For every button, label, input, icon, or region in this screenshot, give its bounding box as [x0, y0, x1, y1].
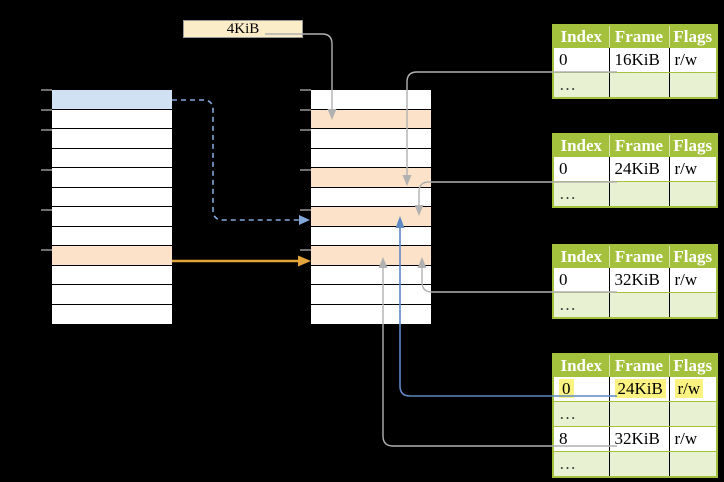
column-header-index: Index — [553, 245, 610, 268]
memory-row — [52, 226, 172, 246]
table-cell: … — [553, 292, 610, 319]
table-cell: r/w — [668, 267, 717, 293]
memory-row-orange — [311, 109, 431, 129]
memory-row — [311, 285, 431, 305]
memory-row — [311, 129, 431, 149]
table-cell: 8 — [553, 426, 610, 452]
memory-row — [311, 265, 431, 285]
table-cell: 32KiB — [608, 426, 670, 452]
table-cell — [608, 72, 670, 99]
table-cell — [668, 181, 717, 208]
memory-row — [311, 148, 431, 168]
column-header-index: Index — [553, 25, 610, 48]
column-header-flags: Flags — [668, 134, 717, 157]
table-cell: 0 — [553, 47, 610, 73]
column-header-flags: Flags — [668, 25, 717, 48]
column-header-index: Index — [553, 134, 610, 157]
memory-row — [52, 109, 172, 129]
table-row: … — [553, 401, 717, 427]
memory-row — [311, 187, 431, 207]
column-header-index: Index — [553, 354, 610, 377]
memory-row-orange — [311, 246, 431, 266]
memory-row — [52, 187, 172, 207]
table-cell: 0 — [553, 376, 610, 402]
table-cell: 0 — [553, 267, 610, 293]
table-cell: r/w — [668, 47, 717, 73]
memory-row-blue — [52, 90, 172, 110]
table-cell: r/w — [668, 156, 717, 182]
table-cell — [668, 401, 717, 427]
memory-row — [311, 90, 431, 110]
table-row: … — [553, 181, 717, 208]
table-cell: 24KiB — [608, 156, 670, 182]
memory-row-orange — [311, 207, 431, 227]
page-size-label: 4KiB — [183, 20, 303, 38]
table-cell: … — [553, 181, 610, 208]
table-cell — [608, 181, 670, 208]
table-cell — [608, 401, 670, 427]
memory-row — [52, 265, 172, 285]
memory-row — [311, 226, 431, 246]
table-cell — [608, 451, 670, 478]
virtual-page-grid — [51, 89, 173, 325]
column-header-flags: Flags — [668, 245, 717, 268]
highlighted-value: 24KiB — [614, 379, 666, 398]
table-cell — [668, 451, 717, 478]
memory-row — [52, 168, 172, 188]
table-cell: r/w — [668, 376, 717, 402]
column-header-frame: Frame — [608, 354, 670, 377]
page-size-text: 4KiB — [226, 21, 260, 37]
table-cell — [668, 72, 717, 99]
physical-frame-grid — [310, 89, 432, 325]
table-cell — [668, 292, 717, 319]
table-cell: … — [553, 401, 610, 427]
table-cell: 16KiB — [608, 47, 670, 73]
column-header-frame: Frame — [608, 245, 670, 268]
memory-row — [52, 285, 172, 305]
table-row: … — [553, 451, 717, 478]
memory-row-orange — [311, 168, 431, 188]
memory-row — [52, 129, 172, 149]
table-cell: 0 — [553, 156, 610, 182]
arrow-right-icon — [299, 215, 310, 225]
table-cell: 32KiB — [608, 267, 670, 293]
memory-row — [52, 148, 172, 168]
table-cell: 24KiB — [608, 376, 670, 402]
column-header-frame: Frame — [608, 25, 670, 48]
column-header-frame: Frame — [608, 134, 670, 157]
table-cell: … — [553, 451, 610, 478]
table-row: … — [553, 72, 717, 99]
connector-page0-to-frame-dashed — [172, 99, 299, 221]
memory-row-orange — [52, 246, 172, 266]
table-row: … — [553, 292, 717, 319]
table-cell: r/w — [668, 426, 717, 452]
memory-row — [52, 304, 172, 324]
highlighted-value: 0 — [559, 379, 574, 398]
table-cell: … — [553, 72, 610, 99]
memory-row — [311, 304, 431, 324]
table-cell — [608, 292, 670, 319]
memory-row — [52, 207, 172, 227]
table-row: 0 24KiB r/w — [553, 376, 717, 402]
column-header-flags: Flags — [668, 354, 717, 377]
highlighted-value: r/w — [674, 379, 704, 398]
